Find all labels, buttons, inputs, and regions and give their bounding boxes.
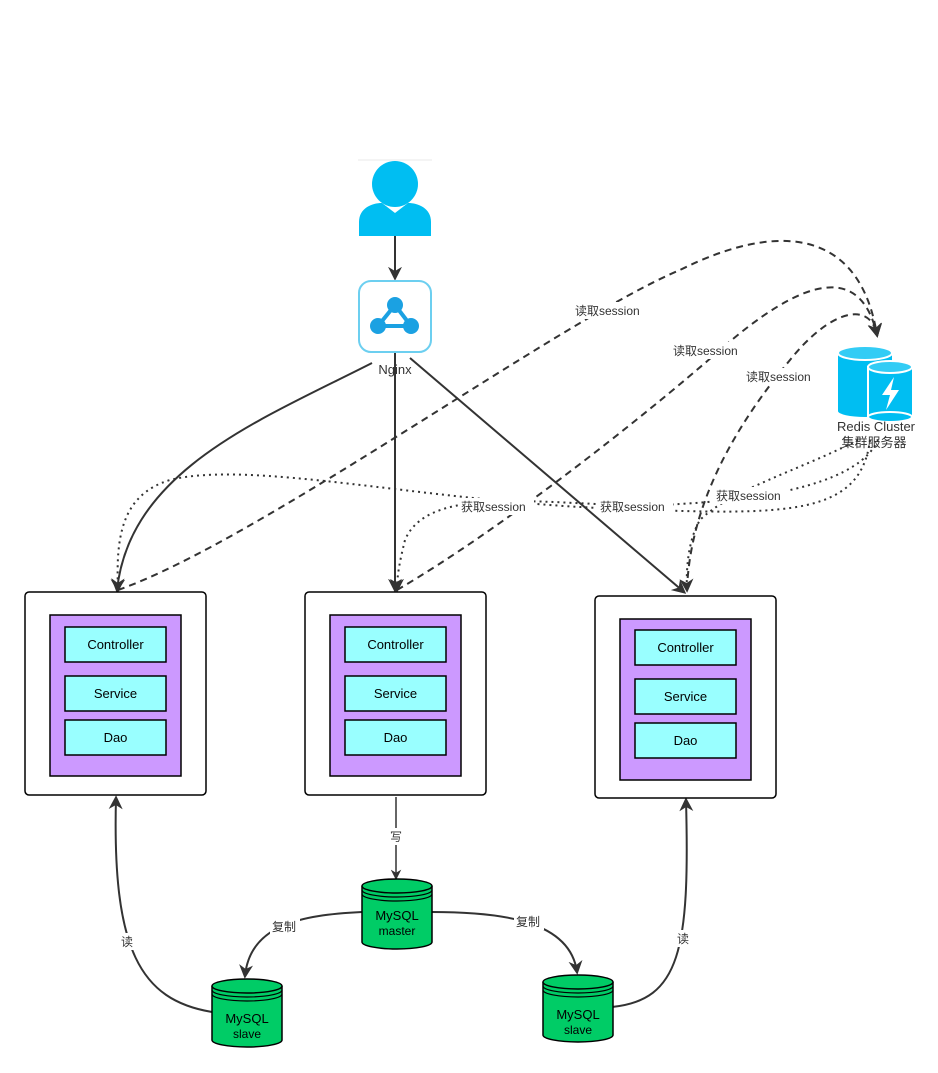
service-label: Service xyxy=(94,686,137,701)
edge-redis-read-server-3 xyxy=(686,313,882,591)
mysql-master-label-line2: master xyxy=(379,924,416,938)
user-icon xyxy=(358,159,432,236)
label-read-session-1: 读取session xyxy=(575,304,640,318)
label-replicate-left: 复制 xyxy=(272,920,296,934)
label-read-left: 读 xyxy=(121,935,133,949)
label-read-right: 读 xyxy=(677,932,689,946)
controller-box xyxy=(344,626,447,663)
label-get-session-2: 获取session xyxy=(600,500,665,514)
edge-get-session-server-3 xyxy=(679,439,859,593)
nginx-label: Nginx xyxy=(378,362,412,377)
edge-slave-right-to-server-3 xyxy=(611,797,694,1008)
edge-nginx-to-server-1 xyxy=(111,362,373,593)
mysql-slave-right-label-line2: slave xyxy=(564,1023,592,1037)
database-icon xyxy=(361,878,433,950)
mysql-master: MySQL master xyxy=(361,878,433,950)
mysql-slave-left: MySQL slave xyxy=(211,978,283,1048)
mysql-slave-right: MySQL slave xyxy=(542,974,614,1043)
database-icon xyxy=(542,974,614,1043)
label-read-session-3: 读取session xyxy=(746,370,811,384)
edge-get-session-server-1 xyxy=(110,439,871,593)
label-get-session-1: 获取session xyxy=(461,500,526,514)
dao-label: Dao xyxy=(384,730,408,745)
mysql-slave-right-label-line1: MySQL xyxy=(556,1007,599,1022)
edge-get-session-server-2 xyxy=(390,439,879,593)
dotted-edges xyxy=(110,439,879,593)
redis-label-line2: 集群服务器 xyxy=(841,435,906,450)
edge-redis-read-server-2 xyxy=(396,286,882,591)
label-read-session-2: 读取session xyxy=(673,344,738,358)
dashed-edges xyxy=(117,239,883,591)
service-box xyxy=(64,675,167,712)
service-label: Service xyxy=(664,689,707,704)
controller-box xyxy=(64,626,167,663)
label-replicate-right: 复制 xyxy=(516,915,540,929)
dao-label: Dao xyxy=(674,733,698,748)
edge-slave-left-to-server-1 xyxy=(108,795,213,1013)
app-server-2: Controller Service Dao xyxy=(304,591,487,796)
database-icon xyxy=(211,978,283,1048)
dao-label: Dao xyxy=(104,730,128,745)
dao-box xyxy=(344,719,447,756)
edge-master-to-slave-left xyxy=(239,911,363,979)
app-server-3: Controller Service Dao xyxy=(594,595,777,799)
mysql-slave-left-label-line2: slave xyxy=(233,1027,261,1041)
controller-label: Controller xyxy=(657,640,714,655)
controller-label: Controller xyxy=(87,637,144,652)
label-write: 写 xyxy=(390,830,402,844)
service-label: Service xyxy=(374,686,417,701)
edge-labels: 读取session 读取session 读取session 获取session … xyxy=(118,302,819,950)
app-server-1: Controller Service Dao xyxy=(24,591,207,796)
edge-nginx-to-server-3 xyxy=(409,357,687,594)
mysql-slave-left-label-line1: MySQL xyxy=(225,1011,268,1026)
dao-box xyxy=(634,722,737,759)
controller-box xyxy=(634,629,737,666)
service-box xyxy=(634,678,737,715)
dao-box xyxy=(64,719,167,756)
label-get-session-3: 获取session xyxy=(716,489,781,503)
redis-label-line1: Redis Cluster xyxy=(837,419,916,434)
edge-master-to-slave-right xyxy=(431,911,583,975)
edge-redis-read-server-1 xyxy=(117,239,883,591)
nginx-icon xyxy=(358,280,432,353)
controller-label: Controller xyxy=(367,637,424,652)
mysql-master-label-line1: MySQL xyxy=(375,908,418,923)
redis-cluster-icon xyxy=(837,345,914,423)
service-box xyxy=(344,675,447,712)
